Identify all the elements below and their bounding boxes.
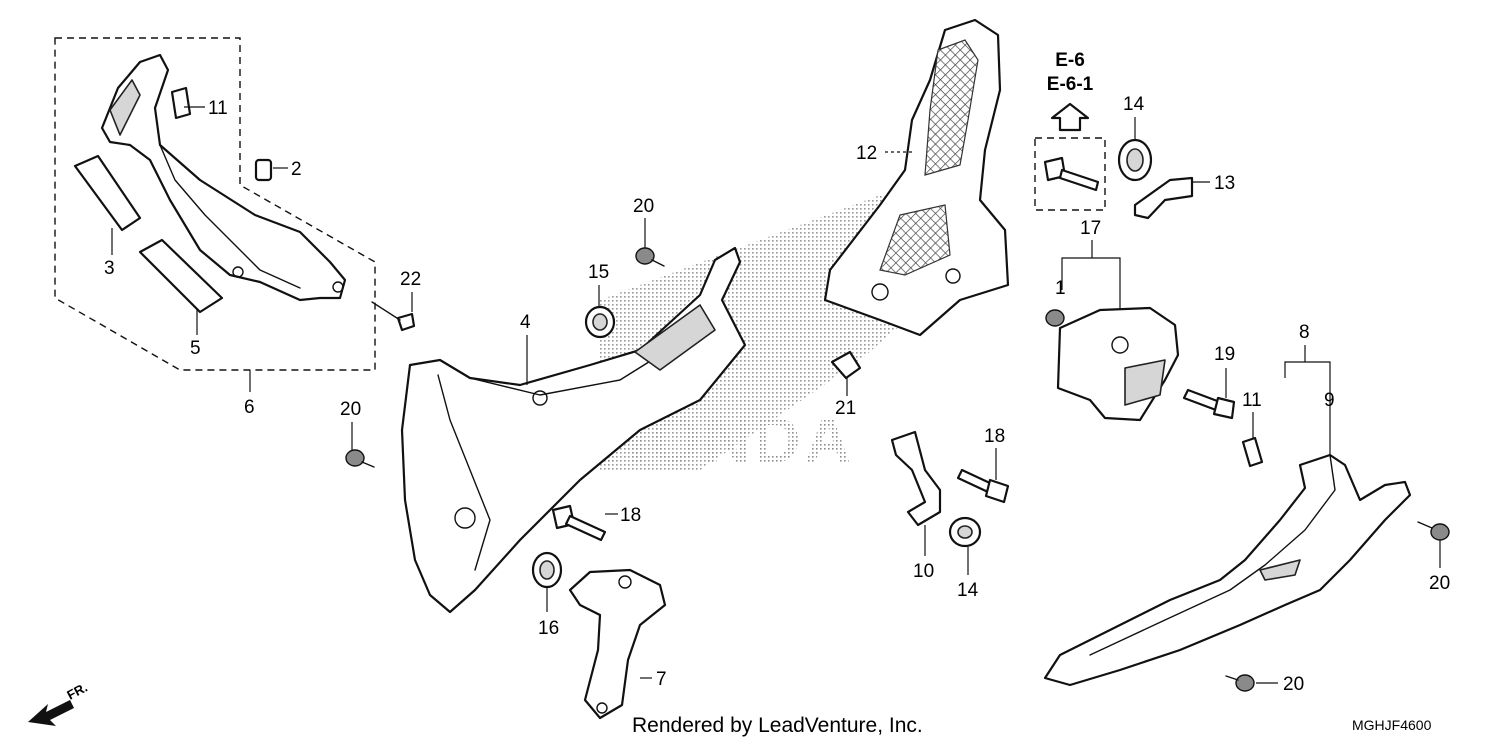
callout-11-right: 11 <box>1242 390 1262 411</box>
callout-3: 3 <box>104 258 115 279</box>
part-12-inner-cover <box>823 18 1010 337</box>
callout-15: 15 <box>588 262 609 283</box>
callout-5: 5 <box>190 338 201 359</box>
callout-14-upper: 14 <box>1123 94 1145 115</box>
callout-21: 21 <box>835 398 856 419</box>
part-11-clip-right <box>1241 436 1264 468</box>
part-21-clip <box>830 350 862 380</box>
part-18-bolt-left <box>551 504 607 542</box>
front-direction-indicator: FR. <box>28 680 90 726</box>
reference-e6: E-6 E-6-1 <box>1034 50 1106 211</box>
callout-13: 13 <box>1214 173 1235 194</box>
part-22-screw <box>371 301 416 332</box>
part-14-grommet-upper <box>1117 138 1153 182</box>
part-16-grommet <box>531 551 563 589</box>
callout-20-right: 20 <box>1429 573 1450 594</box>
reference-e6-line2: E-6-1 <box>1047 74 1094 95</box>
group-6-box <box>54 37 376 371</box>
part-20-screw-right <box>1417 521 1450 541</box>
part-5-strip <box>138 238 224 314</box>
callout-2: 2 <box>291 159 302 180</box>
callout-22: 22 <box>400 269 421 290</box>
front-arrow-icon <box>28 700 74 726</box>
reference-e6-line1: E-6 <box>1055 50 1085 71</box>
part-9-lower-cover <box>1043 453 1412 687</box>
callout-6: 6 <box>244 397 255 418</box>
render-credit: Rendered by LeadVenture, Inc. <box>632 714 923 737</box>
part-7-stay <box>568 568 667 720</box>
callout-14-lower: 14 <box>957 580 979 601</box>
callout-1: 1 <box>1055 278 1066 299</box>
callout-4: 4 <box>520 312 531 333</box>
part-10-stay <box>890 430 942 527</box>
callout-18-left: 18 <box>620 505 641 526</box>
part-20-screw-upper <box>635 247 665 267</box>
reference-bolt <box>1043 156 1100 192</box>
part-4-side-cover <box>400 246 747 614</box>
part-17-bracket <box>1056 306 1180 422</box>
callout-20-left: 20 <box>340 399 361 420</box>
part-3-strip <box>73 154 142 232</box>
callout-8: 8 <box>1299 322 1310 343</box>
part-15-grommet <box>584 305 616 339</box>
reference-arrow <box>1050 102 1090 132</box>
part-20-screw-bottom <box>1225 674 1255 692</box>
front-label: FR. <box>64 680 90 703</box>
part-6-garnish <box>100 53 347 302</box>
part-14-grommet-lower <box>948 516 982 548</box>
callout-17: 17 <box>1080 218 1101 239</box>
callout-12: 12 <box>856 143 877 164</box>
callout-7: 7 <box>656 669 667 690</box>
part-2-nut <box>254 158 273 182</box>
part-1-nut <box>1045 309 1065 327</box>
callout-19: 19 <box>1214 344 1235 365</box>
part-19-bolt <box>1182 388 1236 420</box>
callout-20-bottom: 20 <box>1283 674 1304 695</box>
part-18-bolt-right <box>956 468 1010 504</box>
callout-16: 16 <box>538 618 559 639</box>
part-11-clip-upper <box>170 86 192 120</box>
part-20-screw-left <box>345 449 375 468</box>
callout-18-right: 18 <box>984 426 1005 447</box>
callout-11-upper: 11 <box>208 98 228 119</box>
callout-20-upper: 20 <box>633 196 654 217</box>
callout-10: 10 <box>913 561 934 582</box>
callout-labels: 11 2 3 5 6 22 4 20 15 20 12 14 13 17 1 1… <box>104 94 1450 695</box>
diagram-code: MGHJF4600 <box>1352 717 1432 733</box>
part-13-stay <box>1133 176 1194 220</box>
callout-9: 9 <box>1324 390 1335 411</box>
leader-lines <box>111 106 1441 684</box>
